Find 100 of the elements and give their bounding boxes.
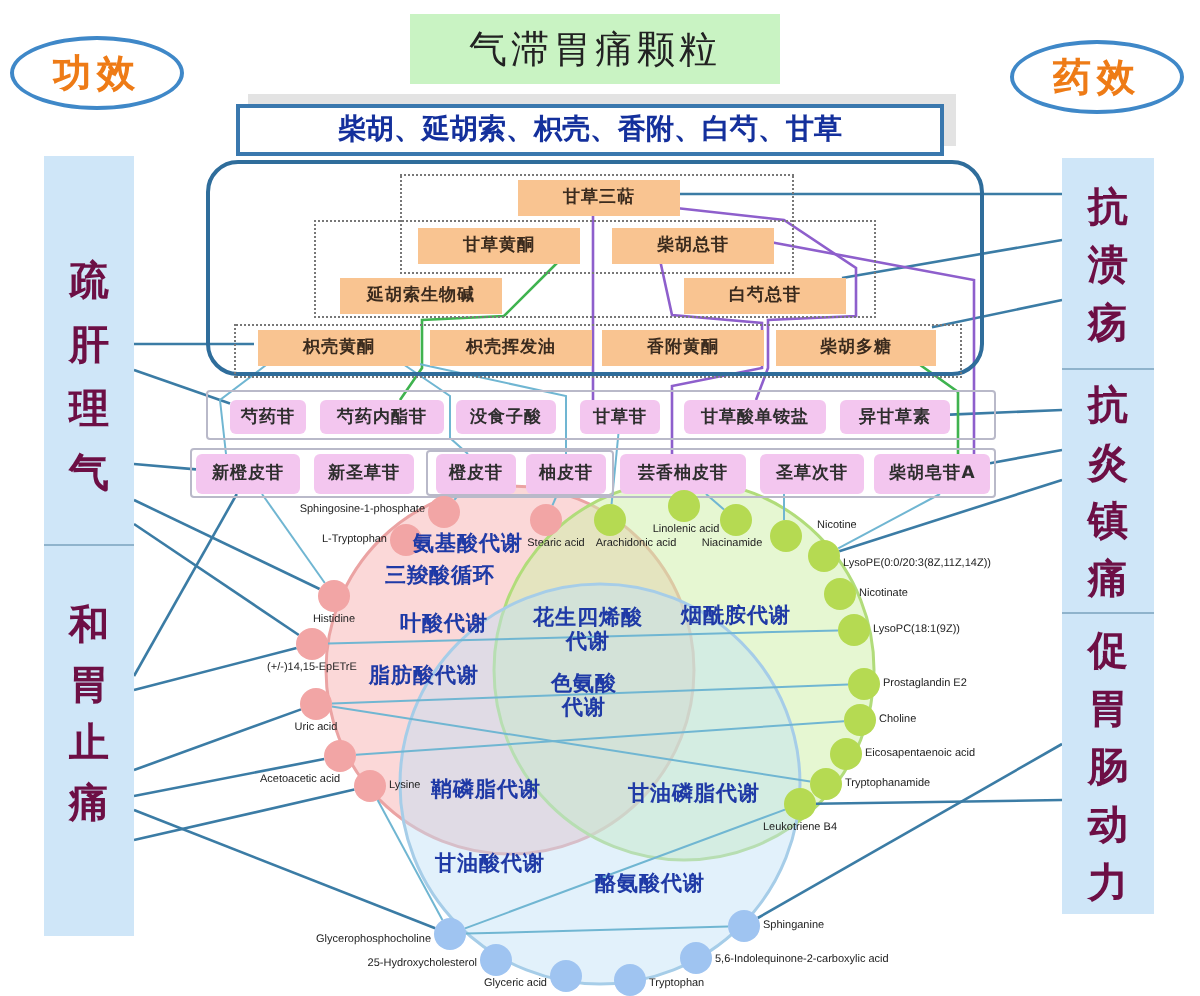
connector-line [769,240,976,454]
connector-line [465,925,729,935]
connector-line [676,192,1062,196]
pathway-label: 鞘磷脂代谢 [431,778,541,802]
metabolite-dot [808,540,840,572]
pathway-label: 三羧酸循环 [385,564,495,588]
pathway-label: 叶酸代谢 [400,612,488,636]
connector-line [218,361,271,455]
component-box: 延胡索生物碱 [340,278,502,314]
heading-oval: 药效 [1010,40,1184,114]
effect-bar: 抗炎镇痛 [1062,368,1154,612]
pathway-label: 烟酰胺代谢 [681,604,791,628]
effect-bar: 疏肝理气 [44,156,134,544]
metabolite-dot [728,910,760,942]
connector-line [705,493,725,511]
metabolite-dot [296,628,328,660]
metabolite-dot [844,704,876,736]
pathway-label: 酪氨酸代谢 [595,872,705,896]
title-banner: 气滞胃痛颗粒 [410,14,780,84]
pathway-label: 氨基酸代谢 [413,532,523,556]
metabolite-dot [480,944,512,976]
connector-line [841,238,1063,280]
connector-line [815,798,1063,806]
component-box: 甘草三萜 [518,180,680,216]
compound-box: 甘草酸单铵盐 [684,400,826,434]
connector-line [133,462,197,471]
connector-line [551,493,559,507]
connector-line [837,493,941,550]
component-box: 白芍总苷 [684,278,846,314]
connector-line [132,493,238,677]
metabolite-dot [848,668,880,700]
pathway-label: 花生四烯酸代谢 [530,606,645,654]
connector-line [327,629,839,645]
effect-bar: 促胃肠动力 [1062,612,1154,914]
connector-line [261,493,326,584]
connector-line [133,646,297,692]
metabolite-dot [324,740,356,772]
metabolite-dot [680,942,712,974]
pathway-label: 色氨酸代谢 [551,672,617,720]
compound-box: 圣草次苷 [760,454,864,494]
connector-line [134,342,254,346]
compound-box: 新圣草苷 [314,454,414,494]
connector-line [949,408,1063,416]
connector-line [783,493,785,522]
metabolite-dot [354,770,386,802]
connector-line [133,788,355,842]
metabolite-dot [428,496,460,528]
connector-line [838,478,1063,553]
metabolite-dot [830,738,862,770]
effect-bar: 抗溃疡 [1062,158,1154,368]
connector-line [591,212,595,400]
metabolite-dot [784,788,816,820]
connector-line [330,705,812,783]
effect-bar: 和胃止痛 [44,544,134,936]
connector-line [757,742,1063,920]
compound-box: 芍药内酯苷 [320,400,444,434]
metabolite-dot [810,768,842,800]
rounded-frame [206,160,984,376]
metabolite-dot [614,964,646,996]
connector-line [453,493,461,501]
connector-line [133,757,325,798]
connector-line [133,498,321,591]
connector-line [931,298,1063,329]
metabolite-dot [530,504,562,536]
compound-box: 新橙皮苷 [196,454,300,494]
pathway-label: 脂肪酸代谢 [369,664,479,688]
compound-box: 甘草苷 [580,400,660,434]
connector-line [464,808,786,930]
connector-line [398,259,561,401]
component-box: 柴胡多糖 [776,330,936,366]
metabolite-dot [434,918,466,950]
metabolite-dot [550,960,582,992]
connector-line [675,206,858,401]
compound-box: 异甘草素 [840,400,950,434]
component-box: 柴胡总苷 [612,228,774,264]
compound-box: 芸香柚皮苷 [620,454,746,494]
component-box: 甘草黄酮 [418,228,580,264]
connector-line [133,708,302,772]
compound-box: 橙皮苷 [436,454,516,494]
connector-line [399,361,469,455]
connector-line [133,522,300,637]
metabolite-dot [300,688,332,720]
connector-line [989,448,1063,465]
connector-line [376,799,444,921]
compound-box: 柚皮苷 [526,454,606,494]
component-box: 枳壳挥发油 [430,330,592,366]
compound-box: 没食子酸 [456,400,556,434]
metabolite-dot [824,578,856,610]
component-box: 枳壳黄酮 [258,330,420,366]
compound-box: 柴胡皂苷A [874,454,990,494]
pathway-label: 甘油酸代谢 [435,852,545,876]
metabolite-dot [594,504,626,536]
connector-line [331,683,849,705]
connector-line [133,368,231,405]
metabolite-dot [318,580,350,612]
connector-line [355,720,845,756]
heading-oval: 功效 [10,36,184,110]
metabolite-dot [668,490,700,522]
connector-line [610,433,620,505]
pathway-label: 甘油磷脂代谢 [628,782,760,806]
